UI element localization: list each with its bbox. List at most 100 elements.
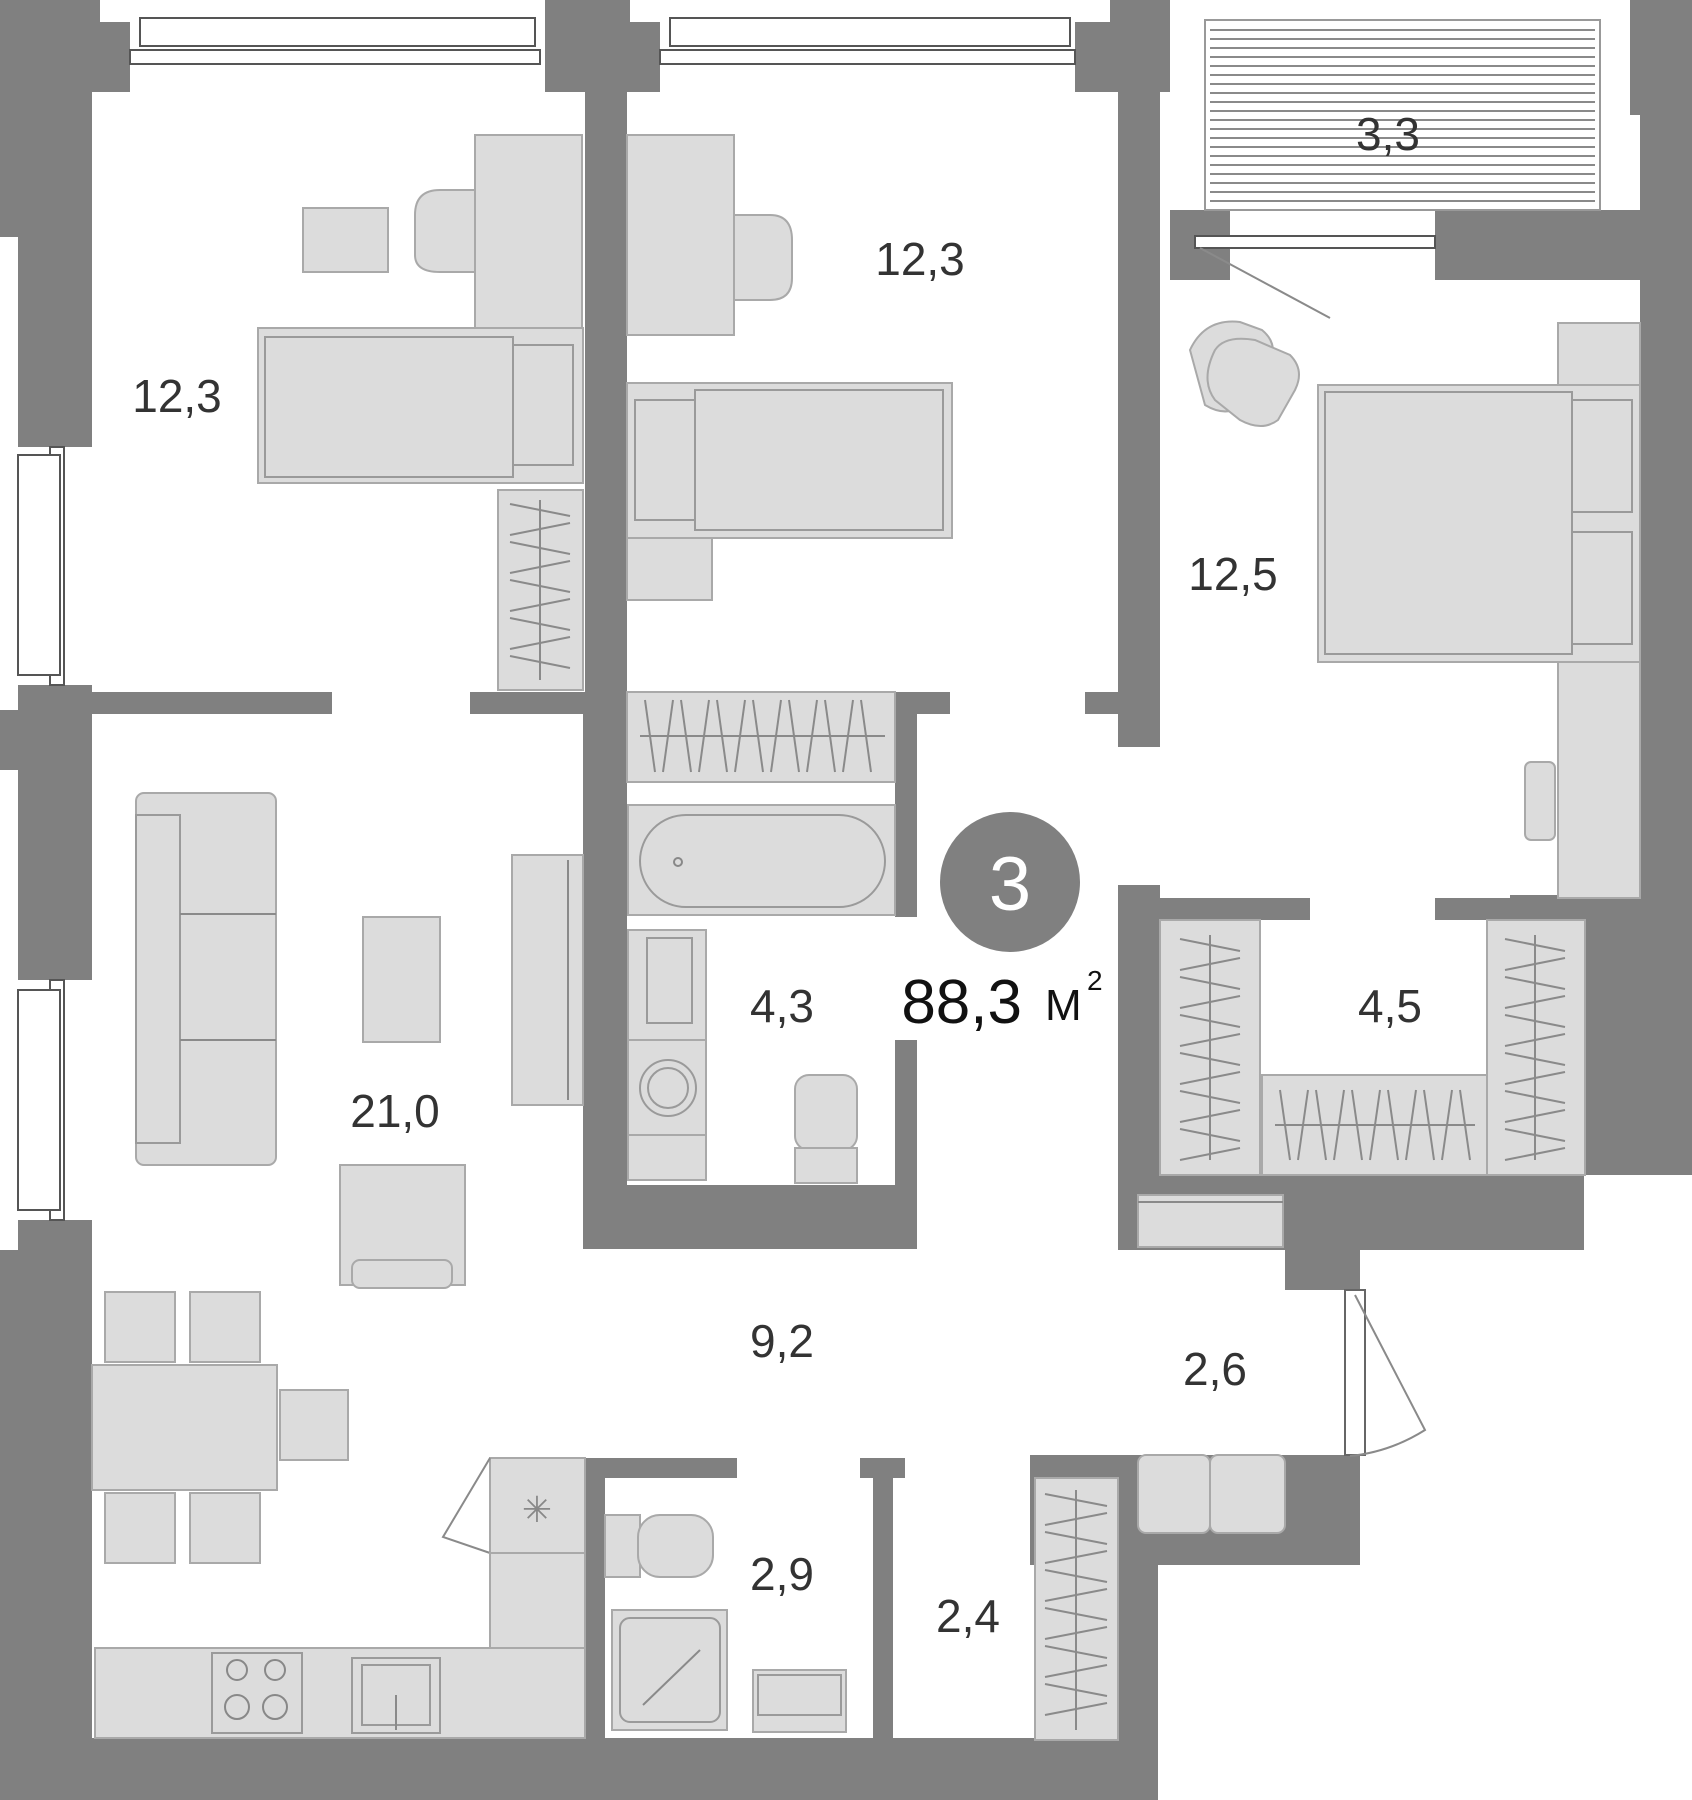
- hanger: [1044, 1683, 1108, 1697]
- hanger: [1179, 1014, 1241, 1028]
- hanger: [1504, 1090, 1566, 1104]
- hanger: [1044, 1493, 1108, 1507]
- hanger: [1279, 1089, 1291, 1161]
- hanger: [1504, 1147, 1566, 1161]
- hanger: [1504, 995, 1566, 1009]
- hanger: [644, 699, 656, 773]
- hanger: [1504, 1128, 1566, 1142]
- hanger: [734, 699, 746, 773]
- middle-bedroom-furniture: [626, 134, 953, 783]
- hanger: [1179, 1033, 1241, 1047]
- hanger: [1044, 1626, 1108, 1640]
- hanger: [1504, 957, 1566, 971]
- hanger: [1044, 1512, 1108, 1526]
- room-area-balcony: 3,3: [1356, 108, 1420, 160]
- hanger: [1423, 1089, 1435, 1161]
- hanger: [1179, 1109, 1241, 1123]
- hanger: [1044, 1645, 1108, 1659]
- hanger: [1387, 1089, 1399, 1161]
- hanger: [1504, 938, 1566, 952]
- balcony-deck: [1204, 19, 1601, 211]
- right-bedroom-furniture: [1188, 320, 1641, 899]
- hanger: [509, 636, 571, 650]
- left-bedroom-furniture: [257, 134, 584, 691]
- rooms-count: 3: [989, 842, 1031, 927]
- hanger: [1044, 1531, 1108, 1545]
- hanger: [680, 699, 692, 773]
- wardrobe-hangers-middle-bedroom: [640, 699, 885, 773]
- hanger: [1044, 1702, 1108, 1716]
- hanger: [1179, 1090, 1241, 1104]
- svg-text:✳: ✳: [522, 1490, 552, 1531]
- rooms-count-badge: 3: [940, 812, 1080, 952]
- hanger: [1044, 1664, 1108, 1678]
- hanger: [1441, 1089, 1453, 1161]
- hanger: [770, 699, 782, 773]
- living-kitchen-furniture: ✳: [91, 792, 586, 1739]
- room-area-toilet: 2,9: [750, 1548, 814, 1600]
- hanger: [509, 522, 571, 536]
- storage-entrance-fixtures: [1034, 1289, 1427, 1741]
- wardrobe-room-fixtures: [1137, 919, 1586, 1248]
- hanger: [1179, 1128, 1241, 1142]
- hanger: [1504, 1109, 1566, 1123]
- hanger: [806, 699, 818, 773]
- hanger: [1351, 1089, 1363, 1161]
- hanger: [1044, 1550, 1108, 1564]
- hanger: [1179, 1052, 1241, 1066]
- hanger: [1044, 1569, 1108, 1583]
- hanger: [1405, 1089, 1417, 1161]
- hanger: [1333, 1089, 1345, 1161]
- hanger: [509, 503, 571, 517]
- hanger: [1504, 1071, 1566, 1085]
- room-area-living-kitchen: 21,0: [350, 1085, 440, 1137]
- room-area-bedroom-left: 12,3: [132, 370, 222, 422]
- hanger: [1179, 995, 1241, 1009]
- total-area-value: 88,3: [901, 968, 1022, 1037]
- hanger: [842, 699, 854, 773]
- hanger: [1504, 1052, 1566, 1066]
- room-area-entrance: 2,6: [1183, 1343, 1247, 1395]
- hanger: [509, 655, 571, 669]
- hanger: [1504, 1033, 1566, 1047]
- total-area: 88,3 М 2: [901, 965, 1102, 1037]
- hanger: [509, 560, 571, 574]
- hanger: [1315, 1089, 1327, 1161]
- hanger: [509, 617, 571, 631]
- hanger: [1179, 1071, 1241, 1085]
- wardrobe-hangers-left-bedroom: [509, 500, 571, 680]
- room-area-bedroom-right: 12,5: [1188, 548, 1278, 600]
- hanger: [1504, 1014, 1566, 1028]
- room-area-storage: 2,4: [936, 1590, 1000, 1642]
- room-area-wardrobe: 4,5: [1358, 980, 1422, 1032]
- hanger: [1179, 976, 1241, 990]
- hanger: [1369, 1089, 1381, 1161]
- hanger: [509, 541, 571, 555]
- hanger: [1459, 1089, 1471, 1161]
- hanger: [1179, 1147, 1241, 1161]
- hanger: [662, 699, 674, 773]
- hanger: [1504, 976, 1566, 990]
- room-area-bathroom: 4,3: [750, 980, 814, 1032]
- hanger: [509, 598, 571, 612]
- hanger: [752, 699, 764, 773]
- hanger: [1044, 1588, 1108, 1602]
- total-area-unit-power: 2: [1087, 965, 1103, 996]
- total-area-unit: М: [1045, 981, 1082, 1030]
- hanger: [1179, 957, 1241, 971]
- wardrobe-hangers-dressing-room: [1179, 935, 1566, 1161]
- room-area-bedroom-middle: 12,3: [875, 233, 965, 285]
- bathroom-fixtures: [627, 804, 896, 1184]
- windows: [17, 17, 1436, 1221]
- hanger: [860, 699, 872, 773]
- toilet-fixtures: [604, 1514, 847, 1733]
- wardrobe-hangers-storage: [1044, 1490, 1108, 1730]
- hanger: [1297, 1089, 1309, 1161]
- hanger: [698, 699, 710, 773]
- hanger: [1179, 938, 1241, 952]
- room-area-labels: 12,3 12,3 3,3 12,5 4,3 4,5 21,0 9,2 2,6 …: [132, 108, 1422, 1642]
- hanger: [716, 699, 728, 773]
- hanger: [509, 579, 571, 593]
- hanger: [824, 699, 836, 773]
